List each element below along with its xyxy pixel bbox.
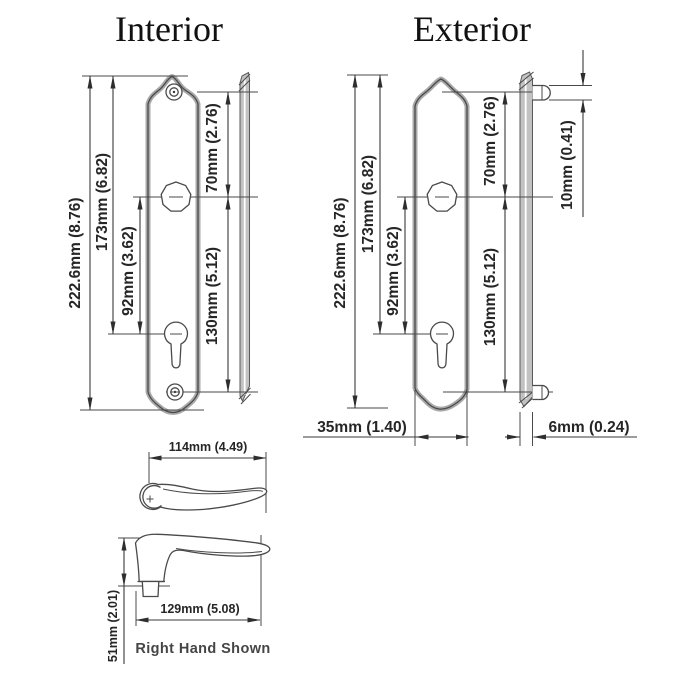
lever-side-outline [134, 533, 271, 583]
interior-overall-height-label: 222.6mm (8.76) [67, 197, 84, 308]
hand-note: Right Hand Shown [135, 641, 270, 657]
lever-top-view [139, 482, 268, 511]
interior-spindle-to-bottom-label: 130mm (5.12) [204, 247, 221, 345]
interior-top-screw-icon [165, 83, 183, 101]
interior-edge-profile [238, 71, 251, 405]
interior-title: Interior [115, 9, 223, 49]
exterior-view [412, 71, 535, 412]
exterior-top-stub [532, 84, 551, 101]
exterior-top-to-spindle-label: 70mm (2.76) [482, 96, 499, 186]
exterior-overall-height-label: 222.6mm (8.76) [332, 197, 349, 308]
exterior-pz-distance-label: 92mm (3.62) [385, 226, 402, 316]
lever-length-side-label: 129mm (5.08) [160, 602, 239, 616]
plate-width-label: 35mm (1.40) [317, 419, 407, 436]
interior-view [145, 71, 251, 415]
spindle-cross-icon [146, 495, 154, 503]
lever-side-view [134, 533, 271, 598]
interior-fixing-height-label: 173mm (6.82) [94, 153, 111, 251]
interior-plate-details [160, 83, 192, 401]
lever-length-top-label: 114mm (4.49) [169, 440, 248, 454]
exterior-title: Exterior [413, 9, 531, 49]
lever-spindle-stub [141, 580, 160, 598]
lever-height-label: 51mm (2.01) [106, 590, 120, 662]
dimension-labels: 222.6mm (8.76) 173mm (6.82) 92mm (3.62) … [67, 96, 629, 662]
exterior-edge-profile [518, 71, 535, 409]
lever-top-outline [139, 482, 268, 511]
plate-thickness-label: 6mm (0.24) [549, 419, 630, 436]
exterior-bottom-stub [532, 384, 550, 401]
dimension-lines [87, 50, 637, 664]
stub-diameter-label: 10mm (0.41) [559, 120, 576, 210]
exterior-plate-details [426, 84, 551, 401]
exterior-spindle-to-bottom-label: 130mm (5.12) [482, 248, 499, 346]
interior-top-to-spindle-label: 70mm (2.76) [204, 103, 221, 193]
interior-pz-distance-label: 92mm (3.62) [120, 226, 137, 316]
exterior-fixing-height-label: 173mm (6.82) [360, 155, 377, 253]
